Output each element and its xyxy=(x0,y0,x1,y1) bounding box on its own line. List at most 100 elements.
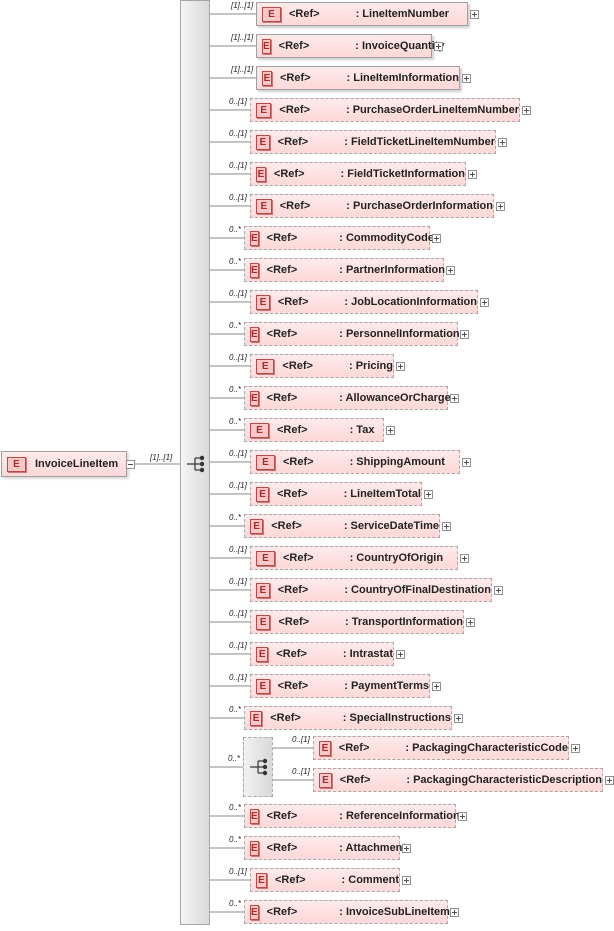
ref-label: <Ref> xyxy=(283,552,314,564)
cardinality-label: 0..* xyxy=(229,321,242,330)
element-badge-icon: E xyxy=(256,358,275,374)
ref-label: <Ref> xyxy=(283,456,314,468)
element-name: : CommodityCode xyxy=(339,232,434,244)
expand-icon[interactable] xyxy=(442,522,451,531)
expand-icon[interactable] xyxy=(466,618,475,627)
element-badge-icon: E xyxy=(250,840,259,856)
element-badge-icon: E xyxy=(250,390,259,406)
ref-label: <Ref> xyxy=(289,8,320,20)
expand-icon[interactable] xyxy=(454,714,463,723)
expand-icon[interactable] xyxy=(470,10,479,19)
element-badge-icon: E xyxy=(319,740,331,756)
sequence-icon[interactable] xyxy=(186,455,206,473)
element-name: : FieldTicketLineItemNumber xyxy=(344,136,495,148)
root-element-invoicelineitem[interactable]: E InvoiceLineItem xyxy=(1,451,127,477)
element-badge-icon: E xyxy=(256,550,275,566)
element-box-fieldticketlineitemnumber[interactable]: E<Ref>: FieldTicketLineItemNumber xyxy=(250,130,496,154)
element-box-tax[interactable]: E<Ref>: Tax xyxy=(244,418,384,442)
ref-label: <Ref> xyxy=(271,520,302,532)
expand-icon[interactable] xyxy=(446,266,455,275)
element-box-allowanceorcharge[interactable]: E<Ref>: AllowanceOrCharge xyxy=(244,386,451,410)
cardinality-label: 0..* xyxy=(229,225,242,234)
expand-icon[interactable] xyxy=(386,426,395,435)
expand-icon[interactable] xyxy=(460,554,469,563)
expand-icon[interactable] xyxy=(424,490,433,499)
expand-icon[interactable] xyxy=(402,876,411,885)
element-name: : LineItemTotal xyxy=(343,488,421,500)
element-box-countryoffinaldestination[interactable]: E<Ref>: CountryOfFinalDestination xyxy=(250,578,492,602)
element-box-transportinformation[interactable]: E<Ref>: TransportInformation xyxy=(250,610,464,634)
expand-icon[interactable] xyxy=(402,844,411,853)
element-name: : PackagingCharacteristicDescription xyxy=(406,774,602,786)
ref-label: <Ref> xyxy=(277,488,308,500)
element-box-fieldticketinformation[interactable]: E<Ref>: FieldTicketInformation xyxy=(250,162,466,186)
element-box-pricing[interactable]: E<Ref>: Pricing xyxy=(250,354,394,378)
element-box-purchaseorderlineitemnumber[interactable]: E<Ref>: PurchaseOrderLineItemNumber xyxy=(250,98,520,122)
element-box-lineitemtotal[interactable]: E <Ref> : LineItemTotal xyxy=(250,482,422,506)
cardinality-label: 0..[1] xyxy=(229,577,247,586)
ref-label: <Ref> xyxy=(274,874,306,886)
cardinality-label: 0..* xyxy=(229,513,242,522)
element-name: : ServiceDateTime xyxy=(343,520,439,532)
ref-label: <Ref> xyxy=(279,200,311,212)
element-box-servicedatetime[interactable]: E<Ref>: ServiceDateTime xyxy=(244,514,440,538)
element-badge-icon: E xyxy=(256,486,269,502)
element-badge-icon: E xyxy=(256,582,270,598)
element-box-referenceinformation[interactable]: E<Ref>: ReferenceInformation xyxy=(244,804,460,828)
expand-icon[interactable] xyxy=(450,394,459,403)
element-box-countryoforigin[interactable]: E<Ref>: CountryOfOrigin xyxy=(250,546,458,570)
element-badge-icon: E xyxy=(250,326,259,342)
element-box-partnerinformation[interactable]: E<Ref>: PartnerInformation xyxy=(244,258,445,282)
element-box-packagingcharacteristiccode[interactable]: E<Ref>: PackagingCharacteristicCode xyxy=(313,736,569,760)
expand-icon[interactable] xyxy=(462,458,471,467)
expand-icon[interactable] xyxy=(605,776,614,785)
expand-icon[interactable] xyxy=(494,586,503,595)
element-box-intrastat[interactable]: E<Ref>: Intrastat xyxy=(250,642,394,666)
element-box-lineitemnumber[interactable]: E<Ref>: LineItemNumber xyxy=(256,2,468,26)
cardinality-label: 0..[1] xyxy=(229,449,247,458)
cardinality-label: 0..[1] xyxy=(229,641,247,650)
expand-icon[interactable] xyxy=(468,170,477,179)
cardinality-label: 0..[1] xyxy=(229,673,247,682)
expand-icon[interactable] xyxy=(396,650,405,659)
choice-icon[interactable] xyxy=(249,758,269,776)
element-box-attachment[interactable]: E<Ref>: Attachment xyxy=(244,836,406,860)
element-box-invoicequantity[interactable]: E<Ref>: InvoiceQuantity xyxy=(256,34,445,58)
element-box-personnelinformation[interactable]: E<Ref>: PersonnelInformation xyxy=(244,322,460,346)
ref-label: <Ref> xyxy=(273,168,305,180)
element-box-joblocationinformation[interactable]: E<Ref>: JobLocationInformation xyxy=(250,290,478,314)
cardinality-label: 0..* xyxy=(229,257,242,266)
element-name: : FieldTicketInformation xyxy=(340,168,465,180)
element-badge-icon: E xyxy=(250,710,263,726)
expand-icon[interactable] xyxy=(522,106,531,115)
element-box-purchaseorderinformation[interactable]: E<Ref>: PurchaseOrderInformation xyxy=(250,194,494,218)
collapse-icon[interactable] xyxy=(126,460,135,469)
expand-icon[interactable] xyxy=(434,42,443,51)
expand-icon[interactable] xyxy=(571,744,580,753)
expand-icon[interactable] xyxy=(450,908,459,917)
element-box-packagingcharacteristicdescription[interactable]: E<Ref>: PackagingCharacteristicDescripti… xyxy=(313,768,603,792)
element-badge-icon: E xyxy=(7,456,26,472)
element-name: : CountryOfFinalDestination xyxy=(344,584,491,596)
expand-icon[interactable] xyxy=(480,298,489,307)
expand-icon[interactable] xyxy=(496,202,505,211)
cardinality-label: 0..[1] xyxy=(229,129,247,138)
expand-icon[interactable] xyxy=(458,812,467,821)
expand-icon[interactable] xyxy=(498,138,507,147)
ref-label: <Ref> xyxy=(277,136,309,148)
expand-icon[interactable] xyxy=(432,234,441,243)
ref-label: <Ref> xyxy=(277,296,309,308)
element-box-shippingamount[interactable]: E<Ref>: ShippingAmount xyxy=(250,450,460,474)
element-box-comment[interactable]: E<Ref>: Comment xyxy=(250,868,400,892)
expand-icon[interactable] xyxy=(460,330,469,339)
cardinality-label: [1]..[1] xyxy=(231,65,254,74)
expand-icon[interactable] xyxy=(396,362,405,371)
element-box-lineiteminformation[interactable]: E<Ref>: LineItemInformation xyxy=(256,66,460,90)
element-box-invoicesublineitem[interactable]: E<Ref>: InvoiceSubLineItem xyxy=(244,900,450,924)
element-box-specialinstructions[interactable]: E<Ref>: SpecialInstructions xyxy=(244,706,452,730)
expand-icon[interactable] xyxy=(462,74,471,83)
element-box-commoditycode[interactable]: E<Ref>: CommodityCode xyxy=(244,226,434,250)
element-box-paymentterms[interactable]: E<Ref>: PaymentTerms xyxy=(250,674,430,698)
expand-icon[interactable] xyxy=(432,682,441,691)
